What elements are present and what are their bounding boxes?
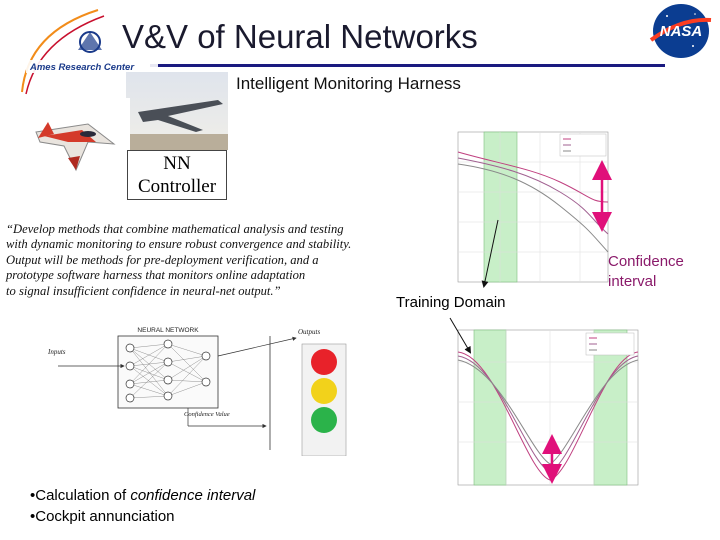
confidence-value-label: Confidence Value [184,411,230,418]
nn-box-line1: NN [163,153,191,174]
outputs-label: Outputs [298,328,320,336]
page-title: V&V of Neural Networks [122,18,478,55]
quote-line: Output will be methods for pre-deploymen… [6,252,319,267]
neural-network-label: NEURAL NETWORK [137,327,199,334]
bullet-item-confidence: •Calculation of confidence interval [30,485,255,506]
training-domain-band [483,131,518,283]
bullet-item-emphasis: confidence interval [130,487,256,504]
bullet-item-cockpit: •Cockpit annunciation [30,508,175,525]
confidence-label-line1: Confidence [608,253,684,270]
traffic-light-green [311,407,337,433]
ames-center-text: Ames Research Center [29,62,135,73]
training-domain-band-right [593,329,628,486]
traffic-light-yellow [311,378,337,404]
training-domain-band-left [473,329,507,486]
nasa-meatball-logo: NASA [649,4,712,58]
quote-line: “Develop methods that combine mathematic… [6,222,344,236]
confidence-interval-label: Confidence interval [608,252,684,292]
aircraft-photo [18,72,228,202]
quote-line: to signal insufficient confidence in neu… [6,283,281,298]
project-quote: “Develop methods that combine mathematic… [6,222,406,299]
ames-research-center-logo: Ames Research Center [21,9,158,95]
page-subtitle: Intelligent Monitoring Harness [236,74,461,93]
quote-line: with dynamic monitoring to ensure robust… [6,237,352,252]
training-domain-label: Training Domain [396,294,506,311]
bullet-list: •Calculation of confidence interval •Coc… [30,485,255,527]
bullet-item-prefix: •Calculation of [30,487,131,504]
neural-network-diagram: NEURAL NETWORK Inputs Outputs Confidence… [47,327,347,456]
title-underline [150,64,665,67]
nn-controller-box: NN Controller [127,150,227,200]
nn-box-line2: Controller [137,176,217,197]
bottom-output-plot [436,322,646,497]
traffic-light-red [311,349,337,375]
top-output-plot [440,122,610,297]
inputs-label: Inputs [47,348,66,356]
confidence-label-line2: interval [608,273,657,290]
quote-line: prototype software harness that monitors… [6,268,306,283]
nasa-logo-text: NASA [660,23,703,40]
